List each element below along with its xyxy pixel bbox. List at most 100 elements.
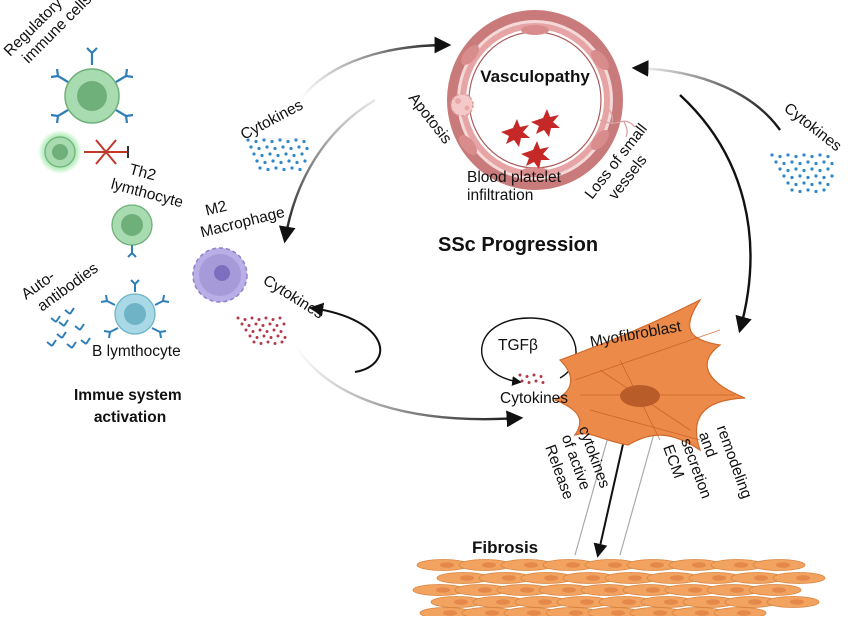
- m2-macrophage-icon: [192, 247, 248, 303]
- cytokine-dot: [790, 175, 794, 180]
- cytokine-dot: [814, 189, 818, 194]
- cytokine-dot: [273, 342, 277, 345]
- cytokine-dot: [802, 168, 806, 173]
- cytokine-dot: [249, 145, 253, 149]
- cytokine-dot: [826, 167, 830, 171]
- arrow-macrophage-self-loop: [309, 302, 382, 373]
- cytokine-dot: [254, 139, 258, 144]
- cytokine-dot: [830, 161, 834, 166]
- cytokine-dot: [263, 160, 267, 165]
- arrow-vessel-to-macrophage: [278, 98, 376, 244]
- cytokine-dot: [266, 340, 270, 344]
- cytokine-dots-top-left: [246, 138, 309, 172]
- th2-lymphocyte-icon: [111, 204, 153, 258]
- cytokine-dot: [790, 188, 794, 192]
- cytokine-dot: [297, 145, 301, 149]
- cytokine-dot: [525, 375, 529, 378]
- arrow-immune-to-vessel: [299, 36, 452, 101]
- cytokine-dot: [778, 167, 782, 171]
- cytokine-dot: [268, 152, 272, 156]
- cytokine-dot: [822, 175, 826, 180]
- fibrosis-nucleus: [544, 575, 558, 581]
- cytokine-dot: [275, 324, 279, 327]
- cytokine-dot: [278, 316, 282, 320]
- cytokine-dot: [278, 138, 282, 142]
- cytokine-dot: [534, 379, 538, 383]
- cytokine-dot: [822, 160, 826, 164]
- fibrosis-nucleus: [608, 562, 622, 568]
- cytokine-dot: [265, 330, 269, 333]
- m2-macrophage-label: M2 Macrophage: [194, 185, 287, 242]
- cytokine-dot: [262, 334, 266, 338]
- cytokine-dot: [255, 336, 259, 339]
- cytokine-dot: [541, 381, 545, 384]
- cytokine-dot: [244, 328, 248, 332]
- fibrosis-nucleus: [502, 575, 516, 581]
- fibrosis-nucleus: [653, 610, 667, 616]
- fibrosis-nucleus: [628, 575, 642, 581]
- ssc-progression-title: SSc Progression: [438, 234, 598, 256]
- cytokine-dot: [257, 146, 261, 151]
- cytokine-dot: [271, 318, 275, 321]
- cytokine-dot: [257, 318, 261, 321]
- cytokine-dot: [778, 154, 782, 159]
- b-lymphocyte-label: B lymthocyte: [92, 343, 181, 360]
- fibrosis-nucleus: [688, 587, 702, 593]
- fibrosis-nucleus: [748, 599, 762, 605]
- fibrosis-nucleus: [482, 562, 496, 568]
- cytokine-dot: [265, 145, 269, 149]
- cytokine-dot: [830, 174, 834, 178]
- cytokine-dot: [290, 166, 294, 170]
- cytokine-dot: [770, 153, 774, 157]
- fibrosis-nucleus: [562, 587, 576, 593]
- fibrosis-nucleus: [695, 610, 709, 616]
- cytokine-dot: [786, 153, 790, 157]
- cytokine-dot: [305, 146, 309, 151]
- cytokine-dot: [271, 159, 275, 163]
- cytokine-dot: [258, 166, 262, 170]
- cytokine-dot: [286, 139, 290, 144]
- auto-antibodies-label: Auto- antibodies: [18, 244, 101, 318]
- cytokine-dot: [254, 322, 258, 326]
- antibodies-icon: [46, 307, 91, 349]
- cytokine-dot: [782, 161, 786, 166]
- tgfb-label: TGFβ: [498, 337, 538, 354]
- cytokine-dot: [300, 152, 304, 156]
- fibrosis-nucleus: [622, 599, 636, 605]
- cytokine-dot: [798, 161, 802, 166]
- cytokine-dot: [289, 146, 293, 151]
- fibrosis-nucleus: [586, 575, 600, 581]
- fibrosis-nucleus: [460, 575, 474, 581]
- cytokine-dots-tgf: [518, 373, 545, 384]
- cytokines-top-right-label: Cytokines: [781, 100, 845, 155]
- cytokine-dot: [294, 138, 298, 142]
- fibrosis-nucleus: [454, 599, 468, 605]
- cytokine-dot: [259, 342, 263, 345]
- cytokine-dot: [284, 152, 288, 156]
- cytokine-dot: [786, 181, 790, 185]
- cytokine-dot: [255, 159, 259, 163]
- fibrosis-nucleus: [520, 587, 534, 593]
- cytokine-dot: [303, 159, 307, 163]
- fibrosis-nucleus: [604, 587, 618, 593]
- fibrosis-nucleus: [664, 599, 678, 605]
- fibrosis-nucleus: [776, 562, 790, 568]
- fibrosis-nucleus: [734, 562, 748, 568]
- cytokine-dot: [806, 160, 810, 164]
- cytokine-dot: [251, 330, 255, 333]
- cytokine-dot: [802, 181, 806, 185]
- cytokine-dot: [790, 160, 794, 164]
- cytokine-dot: [794, 167, 798, 171]
- cytokine-dot: [794, 182, 798, 187]
- cytokines-macrophage-label: Cytokines: [260, 272, 327, 323]
- cytokines-tgf-label: Cytokines: [500, 390, 568, 407]
- fibrosis-nucleus: [712, 575, 726, 581]
- platelet-infiltration-label: Blood platelet infiltration: [467, 169, 565, 204]
- cytokine-dot: [532, 373, 536, 377]
- b-lymphocyte-icon: [100, 279, 170, 339]
- cytokine-dot: [287, 159, 291, 163]
- cytokine-dot: [252, 152, 256, 156]
- cytokine-dot: [818, 153, 822, 157]
- cytokine-dot: [240, 322, 244, 326]
